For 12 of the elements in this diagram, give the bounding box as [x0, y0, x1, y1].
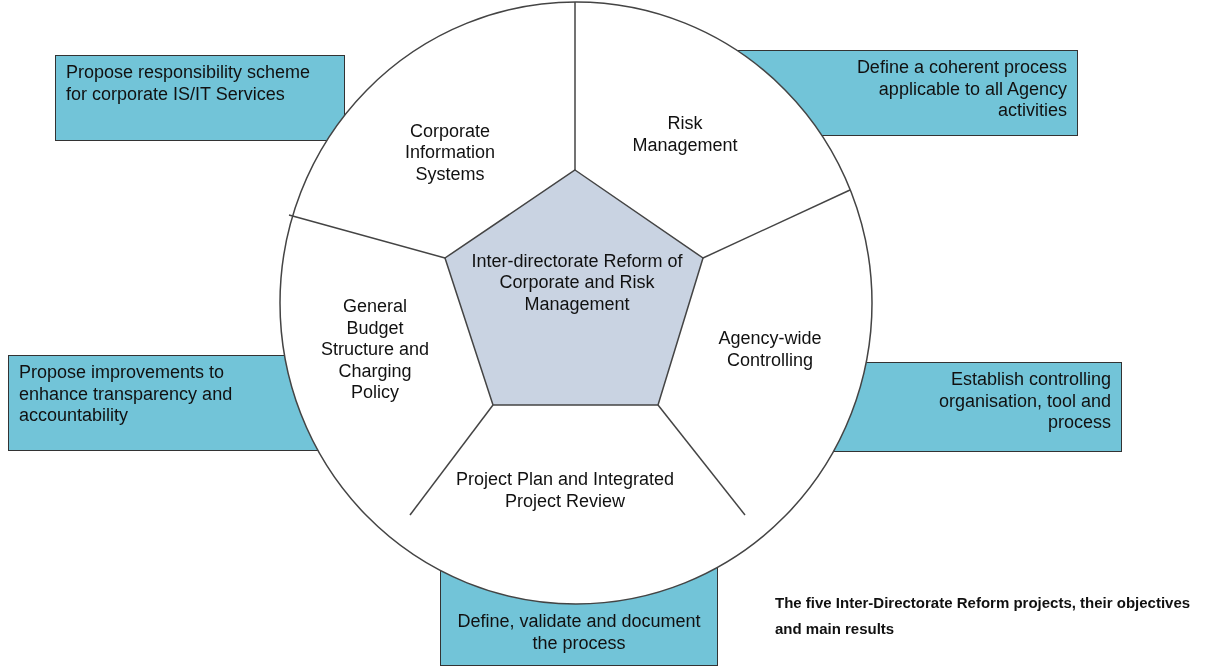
project-title: General Budget Structure and Charging Policy: [320, 296, 430, 404]
project-title: Agency-wide Controlling: [717, 328, 823, 372]
objective-text: Define, validate and document the process: [456, 611, 702, 655]
objective-text: Define a coherent process applicable to all Agency activities: [855, 57, 1067, 122]
project-title: Inter-directorate Reform of Corporate and Risk Management: [470, 250, 684, 316]
figure-caption: The five Inter-Directorate Reform projects, their objectives and main results: [775, 593, 1192, 639]
project-title: Risk Management: [631, 113, 739, 157]
objective-text: Establish controlling organisation, tool and process: [937, 369, 1111, 434]
project-title: Corporate Information Systems: [403, 120, 496, 186]
project-title: Project Plan and Integrated Project Review: [455, 468, 675, 513]
objective-text: Propose improvements to enhance transparency and accountability: [19, 362, 234, 427]
objective-text: Propose responsibility scheme for corporate IS/IT Services: [66, 62, 312, 106]
